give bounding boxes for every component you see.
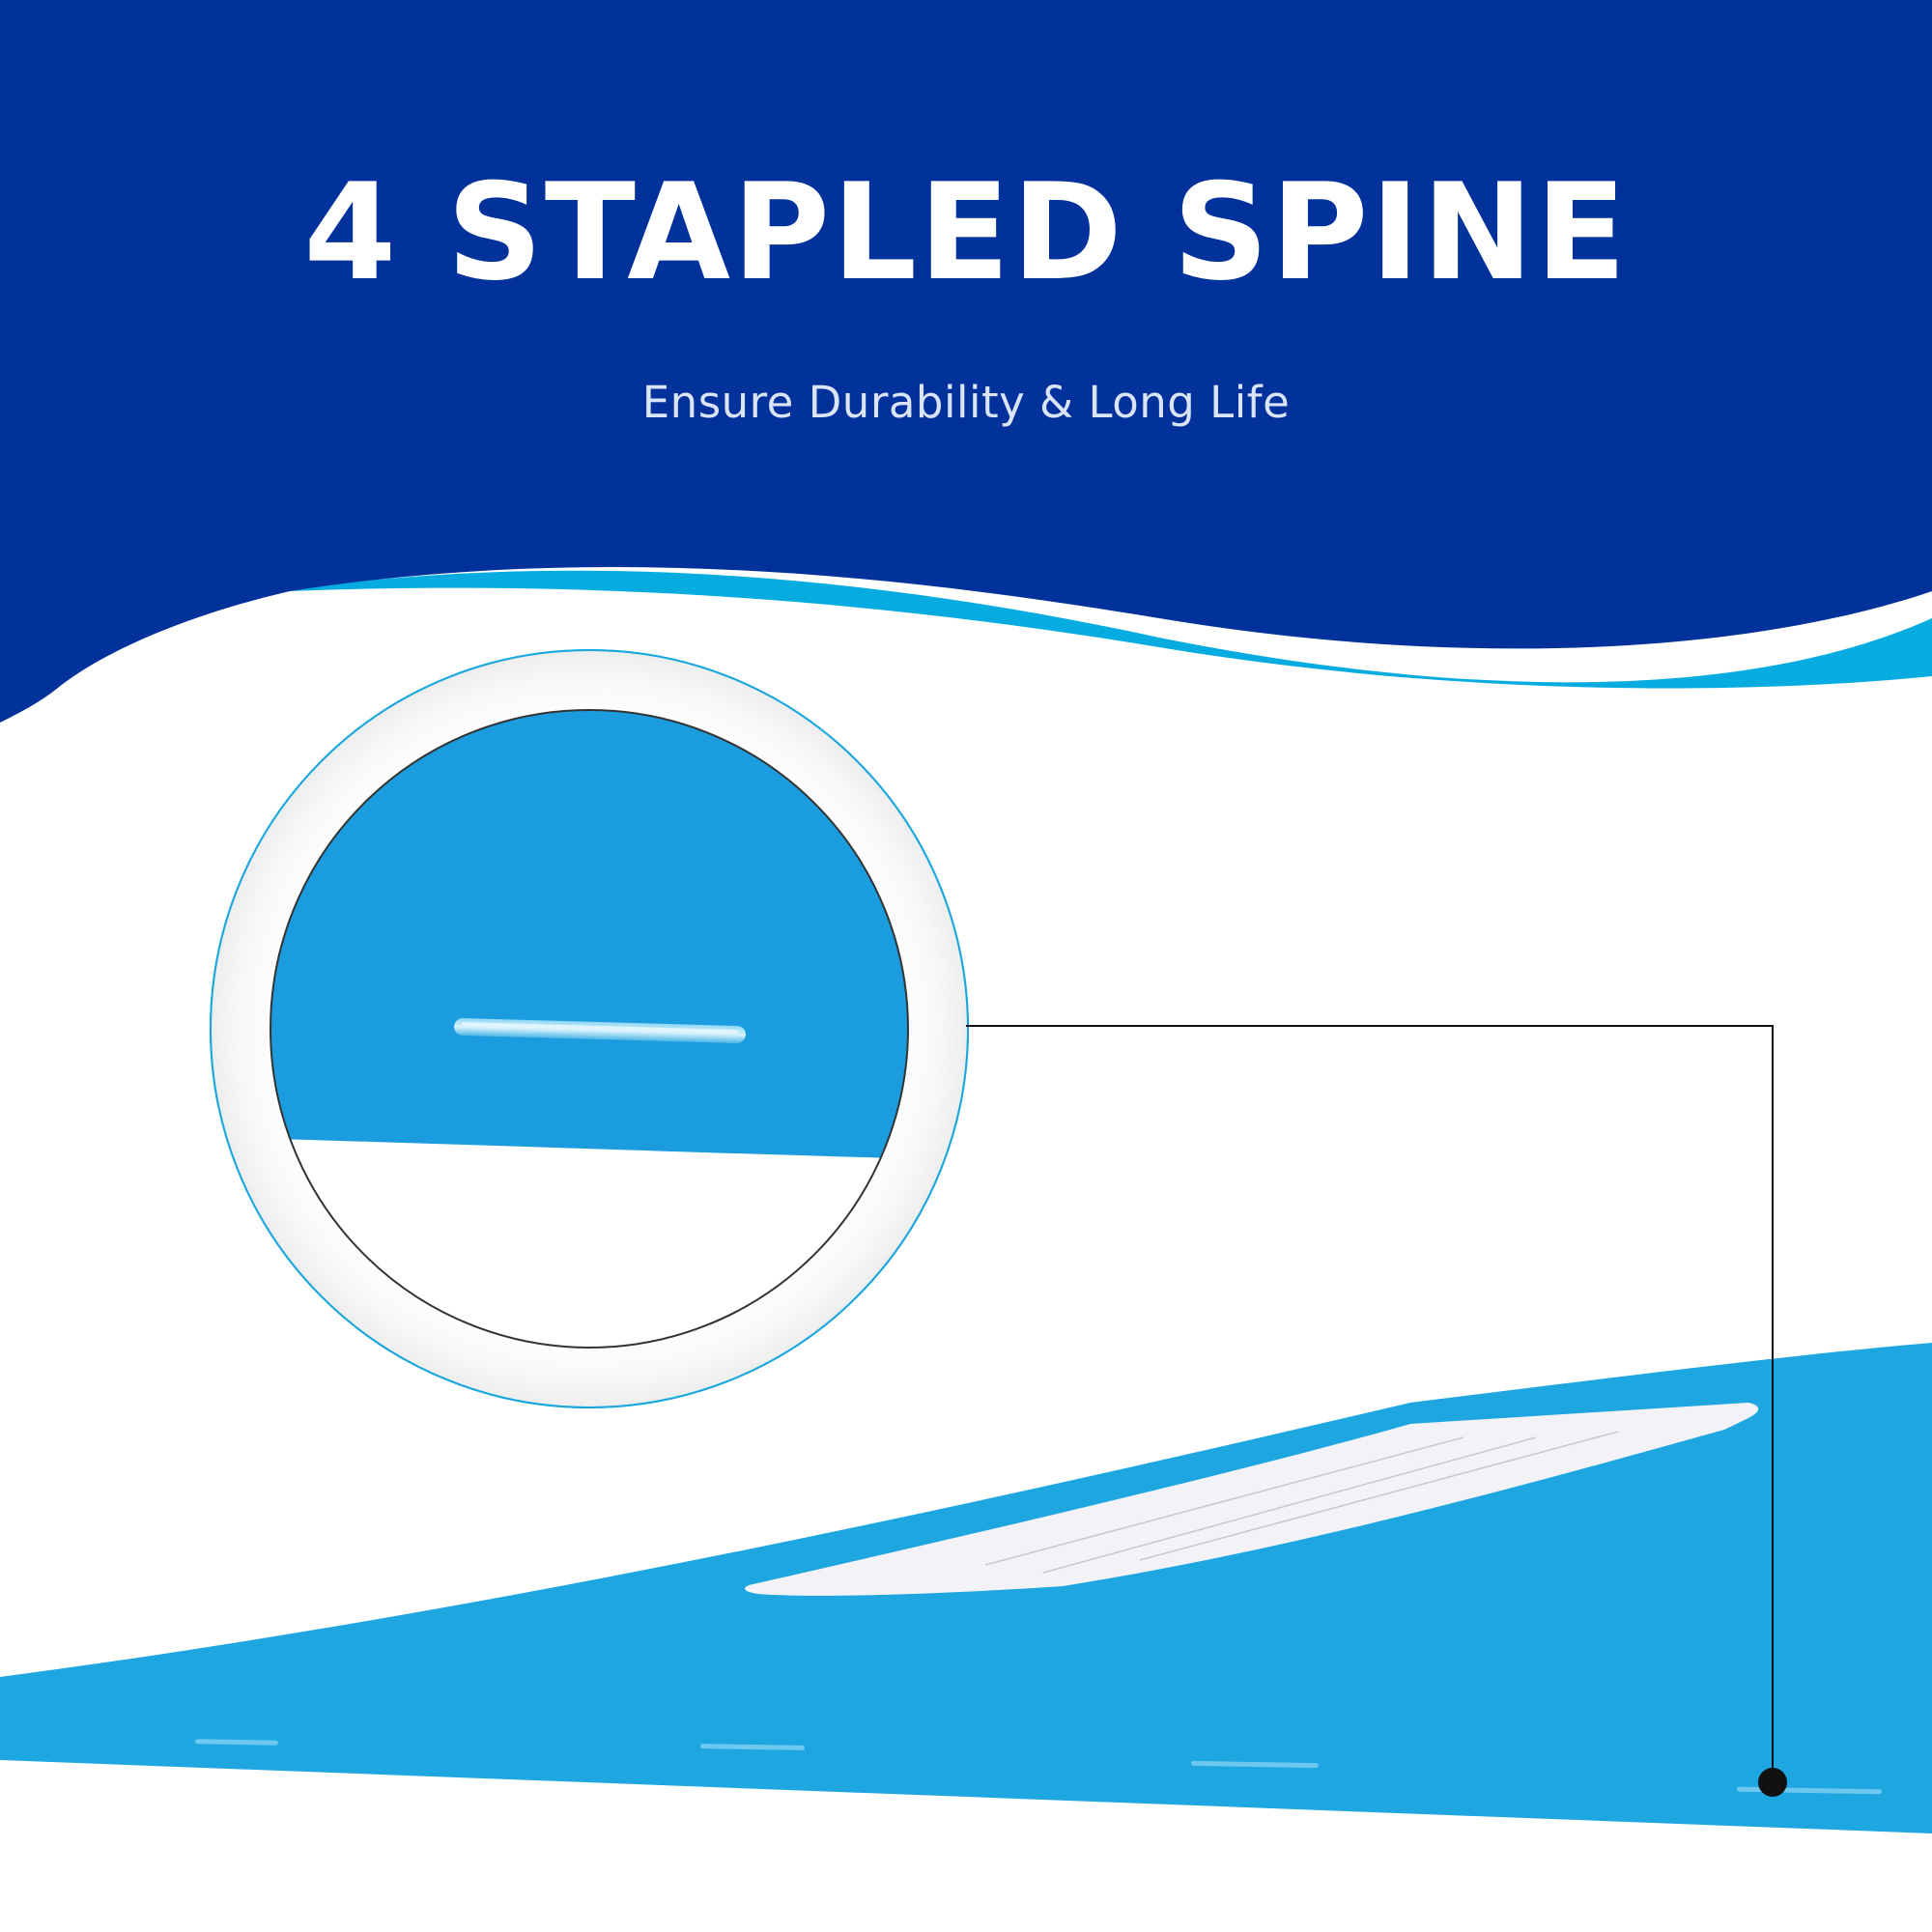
pocket-crease <box>1139 1431 1619 1561</box>
banner-background <box>0 0 1932 723</box>
page-subtitle: Ensure Durability & Long Life <box>641 377 1291 428</box>
callout-line <box>966 1025 1774 1782</box>
pocket-crease <box>1042 1436 1537 1574</box>
pocket-crease <box>984 1436 1464 1566</box>
staple <box>194 1739 278 1746</box>
staple <box>1191 1760 1319 1769</box>
zoom-circle-icon <box>210 649 969 1408</box>
accent-wave <box>290 570 1932 689</box>
folder-pocket <box>745 1403 1759 1596</box>
page-title: 4 STAPLED SPINE <box>303 155 1629 310</box>
staple <box>699 1744 805 1750</box>
dot-marker-icon <box>1758 1768 1787 1797</box>
